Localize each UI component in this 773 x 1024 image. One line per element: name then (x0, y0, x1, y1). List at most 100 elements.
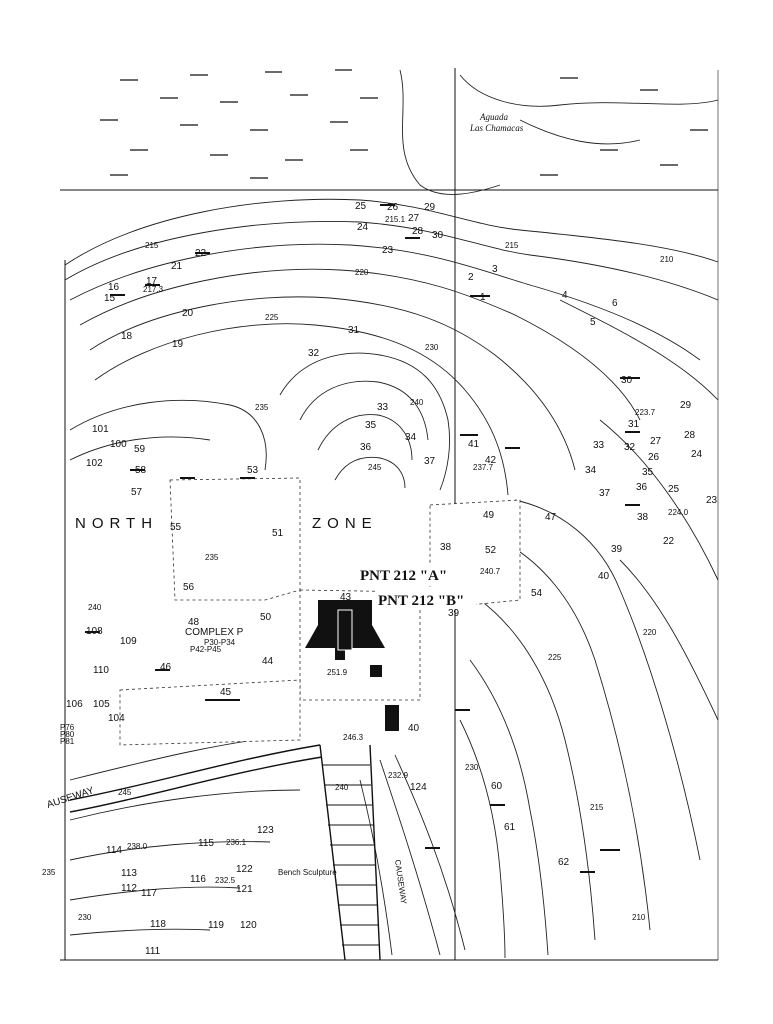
svg-text:124: 124 (410, 782, 427, 793)
svg-text:24: 24 (691, 449, 703, 460)
svg-text:235: 235 (205, 553, 219, 562)
svg-text:32: 32 (308, 348, 320, 359)
svg-text:48: 48 (188, 617, 200, 628)
svg-text:240: 240 (410, 398, 424, 407)
svg-text:123: 123 (257, 825, 274, 836)
svg-text:245: 245 (368, 463, 382, 472)
structure-marks (85, 204, 640, 873)
svg-text:251.9: 251.9 (327, 668, 348, 677)
svg-text:121: 121 (236, 884, 253, 895)
svg-text:210: 210 (632, 913, 646, 922)
causeway-south-label: CAUSEWAY (393, 859, 408, 905)
contour-labels: 210 215 215 220 225 230 235 240 245 235 … (42, 241, 674, 922)
marsh-marks (100, 69, 708, 179)
svg-text:30: 30 (621, 375, 633, 386)
svg-text:30: 30 (432, 230, 444, 241)
causeway-west-label: AUSEWAY (46, 785, 96, 811)
svg-text:52: 52 (485, 545, 497, 556)
svg-text:58: 58 (135, 465, 147, 476)
svg-text:106: 106 (66, 699, 83, 710)
svg-text:33: 33 (377, 402, 389, 413)
svg-text:40: 40 (408, 723, 420, 734)
svg-text:21: 21 (171, 261, 183, 272)
svg-text:P76: P76 (60, 723, 75, 732)
svg-text:246.3: 246.3 (343, 733, 364, 742)
svg-text:37: 37 (424, 456, 436, 467)
svg-text:27: 27 (408, 213, 420, 224)
svg-text:6: 6 (612, 298, 618, 309)
svg-text:22: 22 (663, 536, 675, 547)
aguada-outline (399, 69, 719, 195)
svg-text:42: 42 (485, 455, 497, 466)
svg-text:40: 40 (598, 571, 610, 582)
svg-text:55: 55 (170, 522, 182, 533)
svg-text:230: 230 (465, 763, 479, 772)
svg-text:215: 215 (505, 241, 519, 250)
svg-text:235: 235 (42, 868, 56, 877)
svg-text:57: 57 (131, 487, 143, 498)
sculpture-note: Bench Sculpture (278, 868, 337, 877)
svg-text:117: 117 (141, 888, 157, 899)
svg-text:5: 5 (590, 317, 596, 328)
svg-text:120: 120 (240, 920, 257, 931)
svg-text:232.9: 232.9 (388, 771, 409, 780)
svg-text:232.5: 232.5 (215, 876, 236, 885)
east-structure-labels: 29 28 27 26 25 24 23 22 31 32 33 34 35 3… (585, 375, 718, 582)
svg-text:101: 101 (92, 424, 109, 435)
svg-text:100: 100 (110, 439, 127, 450)
svg-text:34: 34 (585, 465, 597, 476)
svg-text:118: 118 (150, 919, 166, 930)
north-zone-label-2: ZONE (312, 515, 378, 532)
svg-text:28: 28 (412, 226, 424, 237)
svg-text:P42-P45: P42-P45 (190, 645, 222, 654)
svg-text:1: 1 (480, 292, 486, 303)
svg-text:119: 119 (208, 920, 224, 931)
svg-text:36: 36 (636, 482, 648, 493)
svg-text:26: 26 (648, 452, 660, 463)
svg-text:34: 34 (405, 432, 417, 443)
svg-text:43: 43 (340, 592, 352, 603)
svg-text:2: 2 (468, 272, 474, 283)
svg-text:60: 60 (491, 781, 503, 792)
svg-text:210: 210 (660, 255, 674, 264)
svg-text:223.7: 223.7 (635, 408, 656, 417)
svg-text:39: 39 (448, 608, 460, 619)
svg-text:16: 16 (108, 282, 120, 293)
svg-text:22: 22 (195, 248, 207, 259)
svg-text:23: 23 (706, 495, 718, 506)
svg-text:105: 105 (93, 699, 110, 710)
contour-lines (64, 198, 719, 959)
aguada-label-1: Aguada (479, 112, 508, 122)
svg-text:56: 56 (183, 582, 195, 593)
pnt-212-b-label: PNT 212 "B" (378, 593, 464, 609)
svg-text:35: 35 (365, 420, 377, 431)
svg-text:112: 112 (121, 883, 137, 894)
svg-text:3: 3 (492, 264, 498, 275)
excavated-buildings (305, 600, 399, 731)
svg-text:220: 220 (643, 628, 657, 637)
svg-text:230: 230 (78, 913, 92, 922)
svg-text:18: 18 (121, 331, 133, 342)
svg-text:237.7: 237.7 (473, 463, 494, 472)
svg-text:49: 49 (483, 510, 495, 521)
svg-text:23: 23 (382, 245, 394, 256)
aguada-label-2: Las Chamacas (469, 123, 524, 133)
svg-text:59: 59 (134, 444, 146, 455)
svg-text:38: 38 (440, 542, 452, 553)
causeways (69, 744, 381, 961)
svg-text:31: 31 (628, 419, 640, 430)
svg-text:47: 47 (545, 512, 557, 523)
svg-text:4: 4 (562, 290, 568, 301)
svg-text:217.3: 217.3 (143, 285, 164, 294)
svg-text:29: 29 (424, 202, 436, 213)
svg-text:122: 122 (236, 864, 253, 875)
svg-text:P80: P80 (60, 730, 75, 739)
svg-text:225: 225 (265, 313, 279, 322)
svg-text:19: 19 (172, 339, 184, 350)
svg-text:102: 102 (86, 458, 103, 469)
svg-text:29: 29 (680, 400, 692, 411)
structure-labels: 1 2 3 4 5 6 15 16 17 18 19 20 21 22 23 2… (66, 201, 618, 957)
svg-text:225: 225 (548, 653, 562, 662)
svg-text:25: 25 (355, 201, 367, 212)
